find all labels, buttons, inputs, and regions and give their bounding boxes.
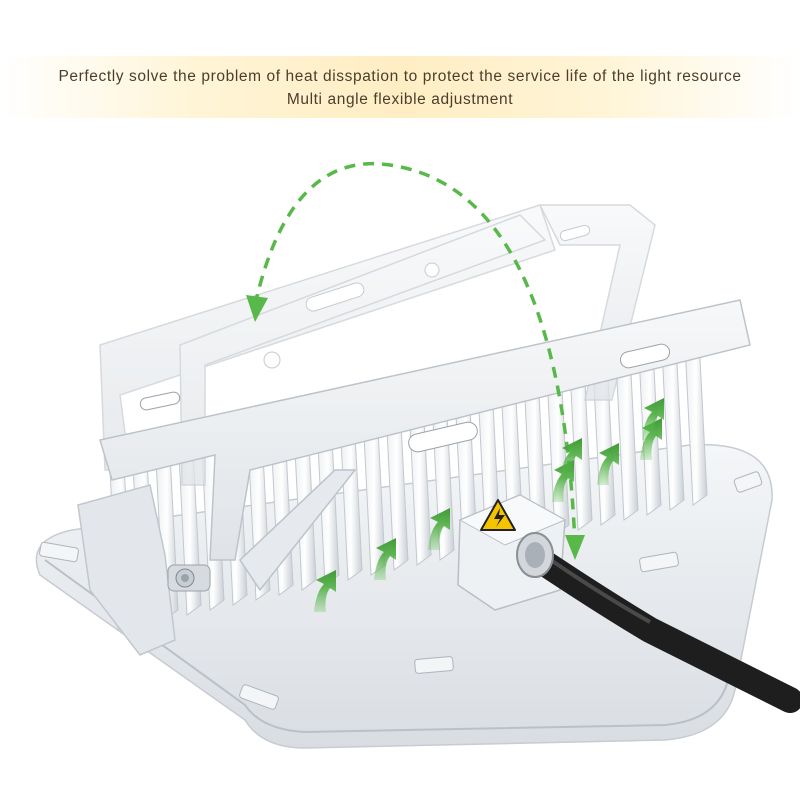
junction-box <box>457 494 567 611</box>
airflow-arrows <box>314 398 664 612</box>
bracket-alternate-position <box>99 204 656 486</box>
power-cable <box>516 532 800 713</box>
rotation-arc-arrow-icon <box>246 162 585 560</box>
airflow-up-arrow-icon <box>597 443 619 485</box>
caption-line-heat-dissipation: Perfectly solve the problem of heat diss… <box>58 68 742 85</box>
airflow-up-arrow-icon <box>374 538 396 580</box>
airflow-up-arrow-icon <box>642 398 664 440</box>
airflow-up-arrow-icon <box>428 508 450 550</box>
caption-line-angle-adjustment: Multi angle flexible adjustment <box>286 91 514 108</box>
high-voltage-warning-icon <box>480 499 516 531</box>
airflow-up-arrow-icon <box>314 570 336 612</box>
airflow-up-arrow-icon <box>560 438 582 480</box>
side-mount-left <box>77 484 211 656</box>
caption-banner: Perfectly solve the problem of heat diss… <box>0 56 800 118</box>
mounting-bracket <box>99 299 751 592</box>
